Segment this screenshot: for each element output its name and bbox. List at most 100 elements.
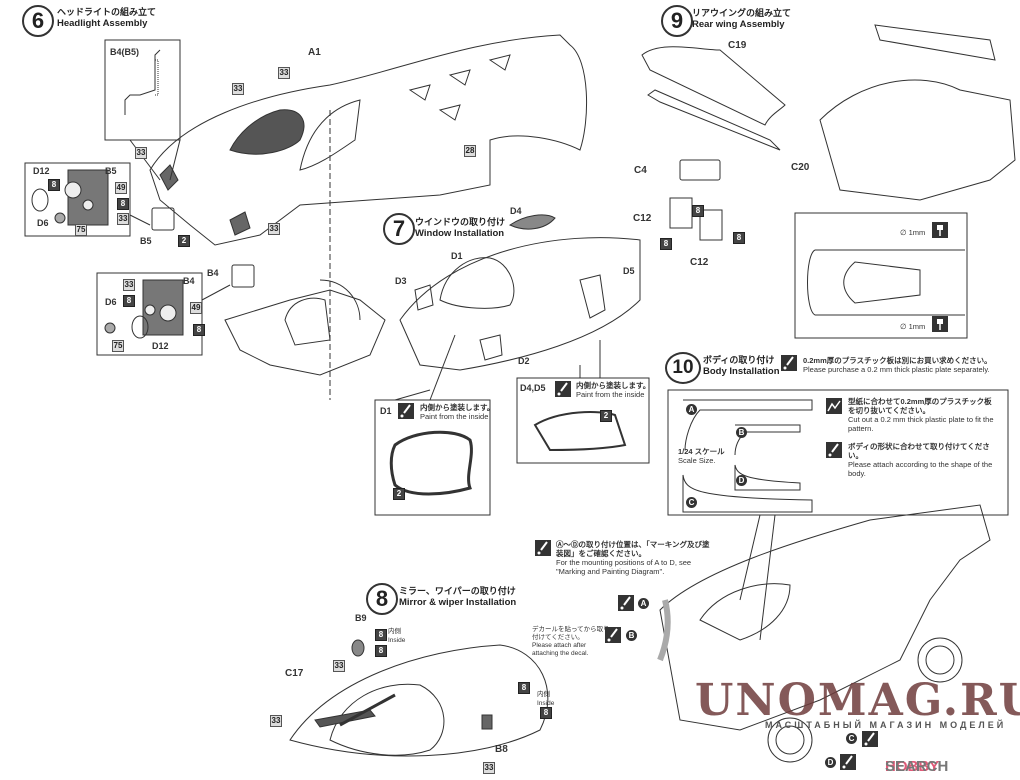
- label-b8: B8: [495, 744, 508, 755]
- attention-brush-icon: [826, 442, 842, 458]
- label-c19: C19: [728, 40, 747, 51]
- label-c12: C12: [690, 257, 709, 268]
- mounting-position-note: Ⓐ～Ⓓの取り付け位置は、「マーキング及び塗装図」をご確認ください。 For th…: [556, 540, 716, 576]
- label-d12: D12: [152, 341, 169, 351]
- label-d4: D4: [510, 206, 522, 216]
- drill-icon: [932, 316, 948, 332]
- drill-diagram-box: [794, 212, 968, 339]
- d4d5-paint-note-en: Paint from the inside: [576, 390, 645, 399]
- part-tag-49: 49: [115, 182, 127, 194]
- purchase-plate-note-jp: 0.2mm厚のプラスチック板は別にお買い求めください。: [803, 356, 992, 365]
- cut-out-note: 型紙に合わせて0.2mm厚のプラスチック板を切り抜いてください。 Cut out…: [848, 397, 998, 433]
- decal-first-note-jp: デカールを貼ってから取り付けてください。: [532, 626, 610, 641]
- d1-paint-box: [374, 399, 491, 516]
- paint-brush-icon: [555, 381, 571, 397]
- b4b5-detail-box: [104, 39, 181, 141]
- drill-icon: [932, 222, 948, 238]
- position-letter-a: A: [638, 598, 649, 609]
- label-c4: C4: [634, 165, 647, 176]
- part-tag-8: 8: [375, 629, 387, 641]
- unomag-watermark: UNOMAG.RU: [695, 675, 1020, 726]
- step-8-title-jp: ミラー、ワイパーの取り付け: [399, 586, 516, 596]
- attach-shape-note-jp: ボディの形状に合わせて取り付けてください。: [848, 442, 990, 460]
- part-tag-8: 8: [193, 324, 205, 336]
- d4d5-paint-box: [516, 377, 650, 464]
- part-tag-8: 8: [518, 682, 530, 694]
- cut-out-icon: [826, 398, 842, 414]
- part-tag-33: 33: [232, 83, 244, 95]
- hobby-search-logo-search: SEARCH: [885, 758, 949, 775]
- inside-note-en: Inside: [537, 700, 555, 707]
- part-tag-33: 33: [333, 660, 345, 672]
- step-7-title-en: Window Installation: [415, 228, 505, 239]
- scale-note-jp: 1/24 スケール: [678, 447, 725, 456]
- part-tag-33: 33: [483, 762, 495, 774]
- rear-wing-drawing: [641, 46, 786, 241]
- drill-size-top: ∅ 1mm: [900, 228, 926, 237]
- purchase-plate-note-en: Please purchase a 0.2 mm thick plastic p…: [803, 365, 990, 374]
- inside-note-en: Inside: [388, 637, 406, 644]
- label-d6: D6: [37, 218, 49, 228]
- part-tag-8: 8: [660, 238, 672, 250]
- label-d1: D1: [380, 406, 392, 416]
- label-d2: D2: [518, 356, 530, 366]
- label-d4-d5: D4,D5: [520, 383, 546, 393]
- label-b5: B5: [140, 236, 152, 246]
- scale-note: 1/24 スケール Scale Size.: [678, 447, 725, 465]
- label-d12: D12: [33, 166, 50, 176]
- part-tag-8: 8: [540, 707, 552, 719]
- part-tag-33: 33: [135, 147, 147, 159]
- cut-out-note-jp: 型紙に合わせて0.2mm厚のプラスチック板を切り抜いてください。: [848, 397, 992, 415]
- b5-headlight-box: [24, 162, 131, 237]
- label-d5: D5: [623, 266, 635, 276]
- mounting-position-note-jp: Ⓐ～Ⓓの取り付け位置は、「マーキング及び塗装図」をご確認ください。: [556, 540, 710, 558]
- label-d1: D1: [451, 251, 463, 261]
- position-letter-c: C: [846, 733, 857, 744]
- cut-out-note-en: Cut out a 0.2 mm thick plastic plate to …: [848, 415, 994, 433]
- part-tag-33: 33: [268, 223, 280, 235]
- inside-note-jp: 内側: [537, 691, 550, 698]
- part-tag-49: 49: [190, 302, 202, 314]
- d1-paint-note: 内側から塗装します。 Paint from the inside: [420, 403, 494, 421]
- unomag-watermark-subtitle: МАСШТАБНЫЙ МАГАЗИН МОДЕЛЕЙ: [765, 720, 1007, 730]
- part-tag-8: 8: [375, 645, 387, 657]
- label-b5: B5: [105, 166, 117, 176]
- step-9-number: 9: [661, 5, 693, 37]
- label-a1: A1: [308, 47, 321, 58]
- step-10-number: 10: [665, 352, 701, 384]
- part-tag-33: 33: [123, 279, 135, 291]
- part-tag-2: 2: [393, 488, 405, 500]
- label-c12: C12: [633, 213, 652, 224]
- template-letter-d: D: [736, 475, 747, 486]
- attach-shape-note: ボディの形状に合わせて取り付けてください。 Please attach acco…: [848, 442, 1003, 478]
- part-tag-33: 33: [278, 67, 290, 79]
- step-6-title-jp: ヘッドライトの組み立て: [57, 7, 157, 17]
- template-letter-b: B: [736, 427, 747, 438]
- step-10-title-jp: ボディの取り付け: [703, 355, 775, 365]
- window-install-drawing: [399, 214, 641, 371]
- step-10-title: ボディの取り付け Body Installation: [703, 355, 780, 377]
- part-tag-8: 8: [692, 205, 704, 217]
- attention-brush-icon: [840, 754, 856, 770]
- step-8-number: 8: [366, 583, 398, 615]
- template-letter-a: A: [686, 404, 697, 415]
- inside-note: 内側 Inside: [537, 690, 554, 708]
- attention-brush-icon: [605, 627, 621, 643]
- step-6-title-en: Headlight Assembly: [57, 18, 148, 29]
- label-c20: C20: [791, 162, 810, 173]
- label-d6: D6: [105, 297, 117, 307]
- purchase-plate-note: 0.2mm厚のプラスチック板は別にお買い求めください。 Please purch…: [803, 356, 992, 374]
- mounting-position-note-en: For the mounting positions of A to D, se…: [556, 558, 692, 576]
- step-7-title: ウインドウの取り付け Window Installation: [415, 217, 505, 239]
- attention-brush-icon: [618, 595, 634, 611]
- label-c17: C17: [285, 668, 304, 679]
- step-10-title-en: Body Installation: [703, 366, 780, 377]
- step-7-title-jp: ウインドウの取り付け: [415, 217, 506, 227]
- d1-paint-note-en: Paint from the inside: [420, 412, 489, 421]
- label-b4: B4: [207, 268, 219, 278]
- label-d3: D3: [395, 276, 407, 286]
- decal-first-note-en: Please attach after attaching the decal.: [532, 642, 589, 657]
- label-b4: B4: [183, 276, 195, 286]
- attention-brush-icon: [535, 540, 551, 556]
- cockpit-tub-drawing: [224, 279, 386, 376]
